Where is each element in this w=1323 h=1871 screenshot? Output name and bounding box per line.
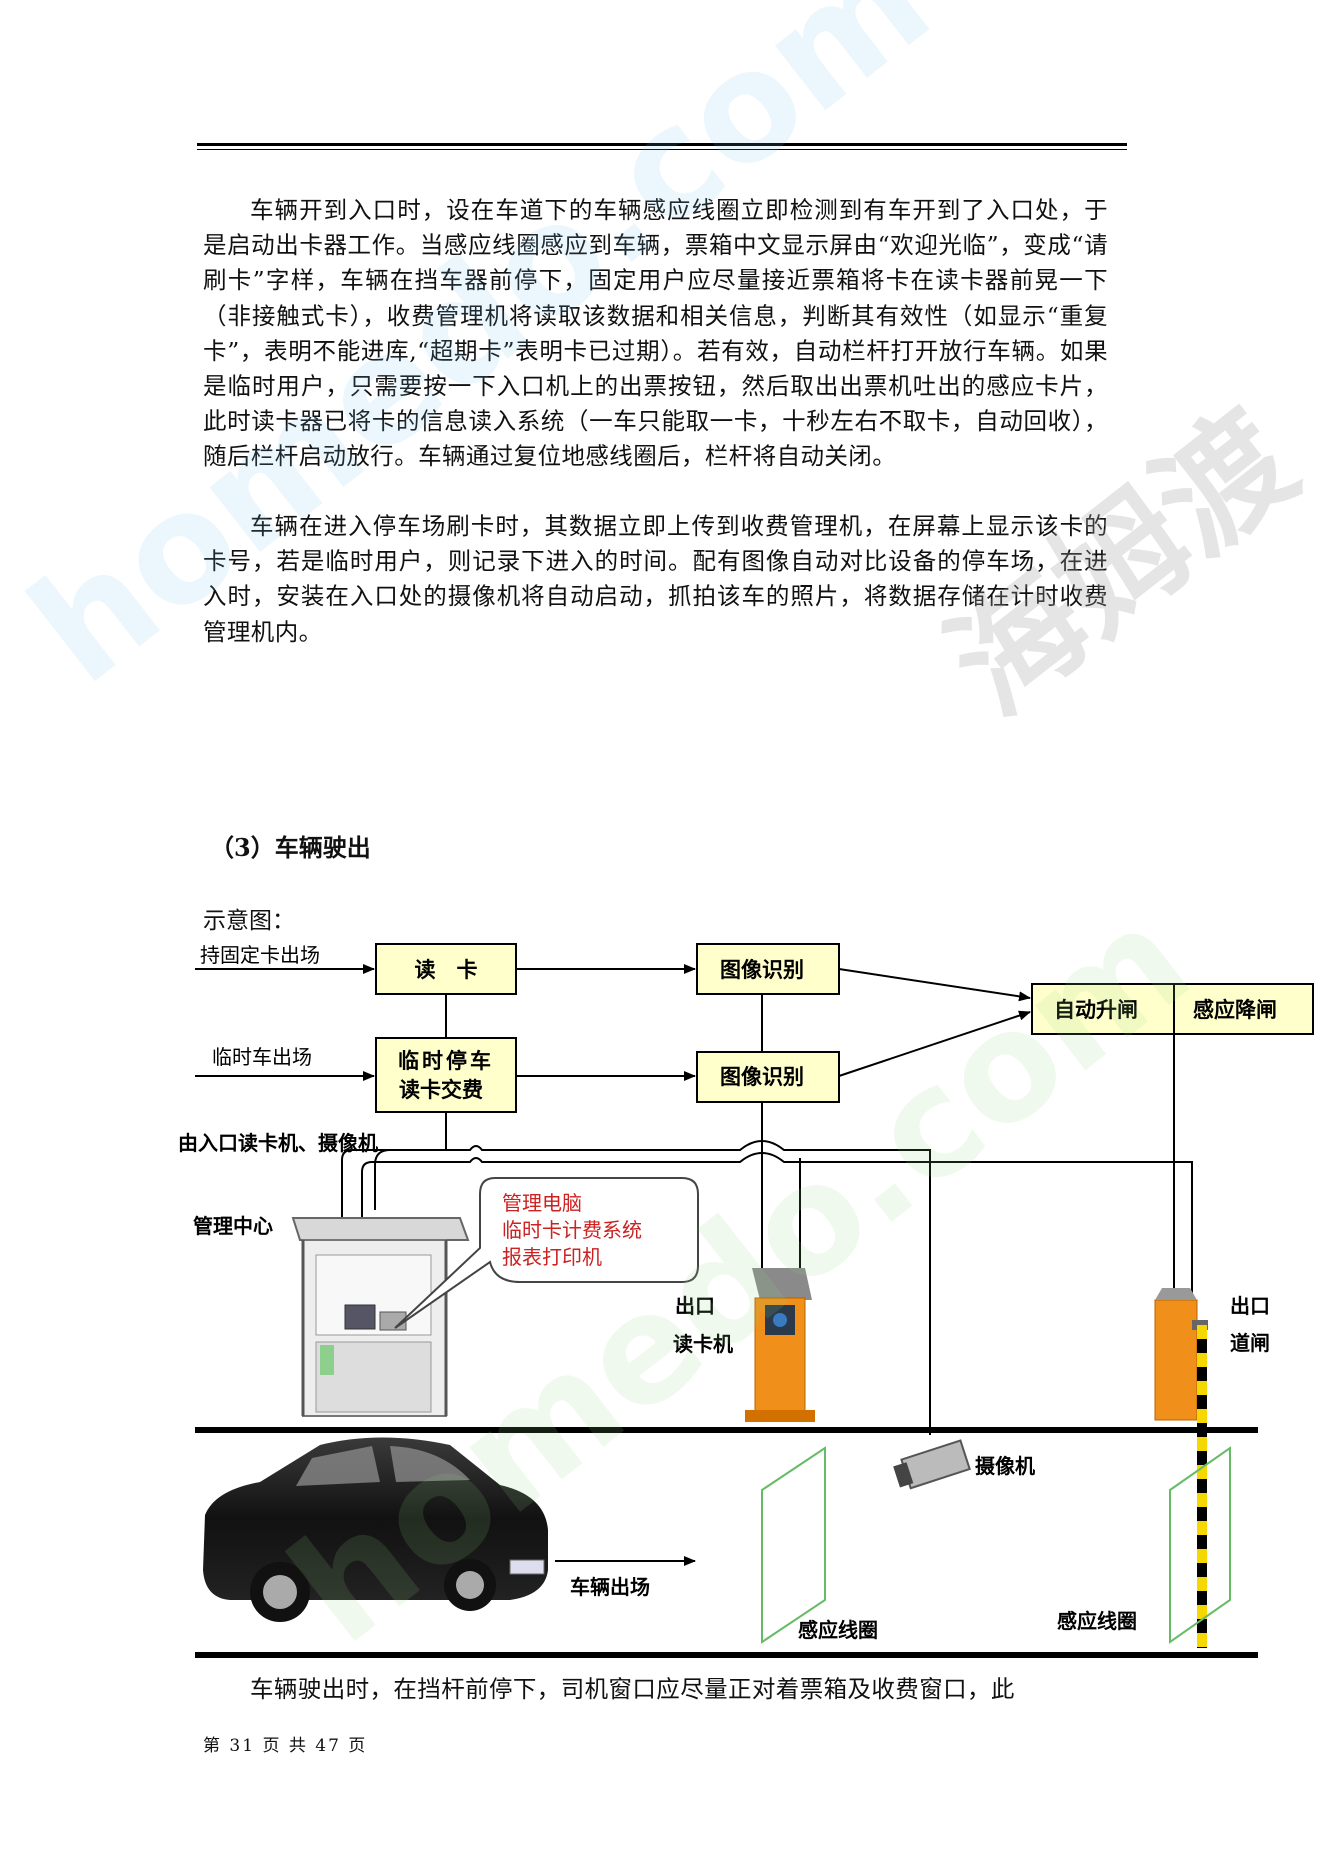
link-center-hop [374, 1149, 446, 1210]
diagram-caption: 示意图： [203, 908, 295, 934]
paragraph-1: 车辆开到入口时，设在车道下的车辆感应线圈立即检测到有车开到了入口处，于是启动出卡… [203, 196, 1108, 471]
arrow-image1-to-gate [838, 968, 1031, 1002]
loop-1-label: 感应线圈 [798, 1618, 878, 1642]
box-read-card [375, 943, 517, 995]
box-gate-control [1031, 983, 1314, 1035]
box-temp-pay-line2: 读卡交费 [399, 1077, 483, 1102]
exit-reader-label-2: 读卡机 [673, 1332, 733, 1356]
induction-loop-1 [761, 1446, 826, 1644]
computer-bubble [394, 1177, 699, 1329]
box-temp-pay-line1: 临时停车 [398, 1048, 494, 1073]
header-rule [197, 143, 1127, 146]
box-image-2-label: 图像识别 [720, 1064, 804, 1089]
paragraph-3: 车辆驶出时，在挡杆前停下，司机窗口应尽量正对着票箱及收费窗口，此 [250, 1675, 1015, 1703]
box-image-recognition-2 [696, 1051, 840, 1103]
box-sense-lower-label: 感应降闸 [1193, 997, 1277, 1022]
bus-line-2 [361, 1152, 1193, 1300]
bubble-line-1: 管理电脑 [502, 1191, 582, 1215]
input-fixed-label: 持固定卡出场 [200, 943, 320, 967]
box-temp-pay [375, 1037, 517, 1113]
exit-reader-label-1: 出口 [675, 1294, 715, 1318]
bus-line [341, 1140, 931, 1435]
mgmt-center-label: 管理中心 [193, 1214, 273, 1238]
section-title: （3）车辆驶出 [210, 833, 371, 862]
bubble-line-2: 临时卡计费系统 [502, 1218, 642, 1242]
loop-2-label: 感应线圈 [1057, 1609, 1137, 1633]
vehicle-exit-label: 车辆出场 [570, 1575, 650, 1599]
box-auto-raise-label: 自动升闸 [1054, 997, 1138, 1022]
header-rule-thin [197, 149, 1127, 150]
exit-camera [893, 1439, 971, 1490]
input-temp-label: 临时车出场 [212, 1045, 312, 1069]
page-footer: 第 31 页 共 47 页 [203, 1736, 368, 1756]
camera-label: 摄像机 [975, 1454, 1035, 1478]
exit-gate-label-1: 出口 [1230, 1294, 1270, 1318]
car-image [203, 1437, 548, 1622]
box-read-card-label: 读 卡 [415, 957, 478, 982]
paragraph-2: 车辆在进入停车场刷卡时，其数据立即上传到收费管理机，在屏幕上显示该卡的卡号，若是… [203, 512, 1108, 646]
exit-gate-label-2: 道闸 [1230, 1331, 1270, 1355]
exit-barrier-gate [1154, 1288, 1208, 1648]
induction-loop-2 [1169, 1446, 1231, 1644]
arrow-image2-to-gate [838, 1010, 1031, 1077]
management-booth [291, 1217, 470, 1417]
from-entrance-label: 由入口读卡机、摄像机 [178, 1131, 378, 1155]
box-image-recognition-1 [696, 943, 840, 995]
bubble-line-3: 报表打印机 [502, 1245, 602, 1269]
box-image-1-label: 图像识别 [720, 957, 804, 982]
exit-card-reader [745, 1268, 815, 1422]
